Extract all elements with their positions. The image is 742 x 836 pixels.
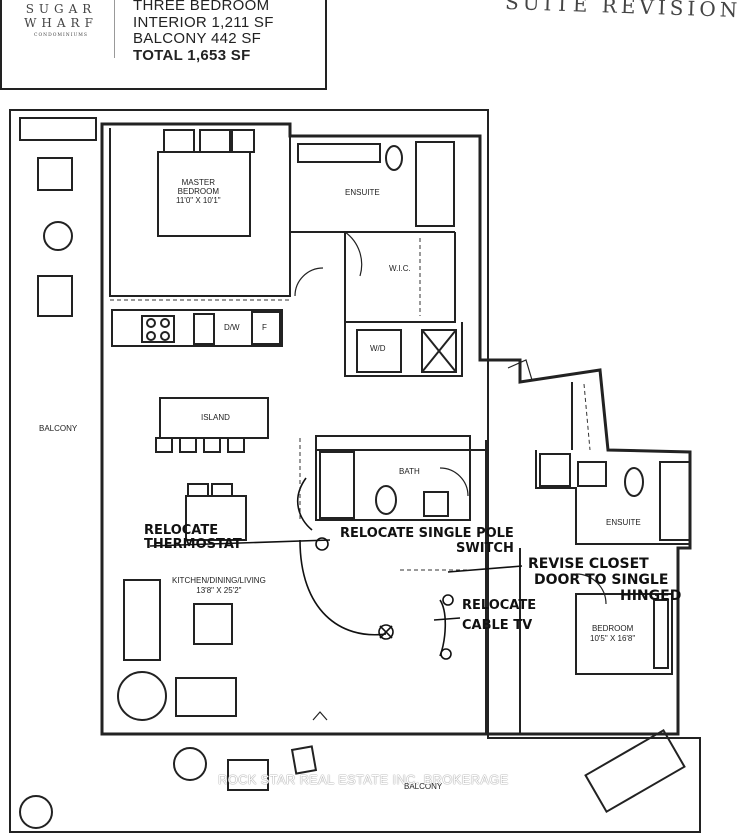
- sink: [193, 313, 215, 345]
- bath-wall: [315, 435, 471, 521]
- master-bedroom-label: MASTER BEDROOM 11'0" X 10'1": [176, 178, 221, 205]
- dw-label: D/W: [224, 323, 240, 332]
- interior-area: INTERIOR 1,211 SF: [133, 13, 274, 31]
- wic-wall: [344, 232, 456, 323]
- revise-closet-line1: REVISE CLOSET: [528, 556, 649, 572]
- linen-closet: [421, 329, 457, 373]
- balcony-bottom-label: BALCONY: [404, 782, 443, 791]
- kitchen-label: KITCHEN/DINING/LIVING 13'8" X 25'2": [172, 576, 266, 596]
- sugar-wharf-logo: SUGAR WHARF CONDOMINIUMS: [20, 2, 102, 38]
- switch-curve: [296, 477, 313, 531]
- bed: [575, 593, 673, 675]
- armchair-row: [175, 677, 237, 717]
- revise-closet-note: REVISE CLOSET DOOR TO SINGLE HINGED: [528, 556, 681, 604]
- unit-info: THREE BEDROOM INTERIOR 1,211 SF BALCONY …: [133, 0, 274, 64]
- fridge-box: [251, 311, 281, 345]
- relocate-thermostat-line1: RELOCATE: [144, 523, 219, 538]
- wd-closet: [356, 329, 402, 373]
- balcony-planter: [19, 117, 97, 141]
- relocate-cable-note: RELOCATE CABLE TV: [462, 596, 536, 636]
- logo-line-1: SUGAR: [25, 2, 97, 16]
- relocate-cable-line2: CABLE TV: [462, 618, 533, 633]
- wic-label: W.I.C.: [389, 264, 411, 273]
- bedroom-label: BEDROOM 10'5" X 16'8": [590, 624, 635, 644]
- revise-closet-line2: DOOR TO SINGLE: [534, 572, 669, 588]
- coffee-table: [193, 603, 233, 645]
- bath-label: BATH: [399, 467, 420, 476]
- relocate-thermostat-line2: THERMOSTAT: [144, 537, 242, 552]
- relocate-switch-line2: SWITCH: [456, 541, 514, 556]
- brokerage-watermark: ROCK STAR REAL ESTATE INC. BROKERAGE: [218, 772, 509, 787]
- right-shower: [539, 453, 571, 487]
- shower: [319, 451, 355, 519]
- logo-divider: [114, 0, 115, 58]
- relocated-switch: [315, 537, 329, 551]
- balcony-left-outline: [9, 109, 701, 833]
- relocate-thermostat-note: RELOCATE THERMOSTAT: [144, 524, 242, 552]
- wd-label: W/D: [370, 344, 386, 353]
- door-swing-bedroom: [575, 573, 607, 605]
- kitchen-name: KITCHEN/DINING/LIVING: [172, 576, 266, 585]
- kitchen-counter: [111, 309, 283, 347]
- right-tub: [659, 461, 691, 541]
- stove: [141, 315, 175, 343]
- relocate-switch-line1: RELOCATE SINGLE POLE: [340, 526, 514, 541]
- unit-exterior-wall: [100, 122, 692, 736]
- master-bedroom-size: 11'0" X 10'1": [176, 196, 221, 205]
- door-swing-master: [294, 267, 324, 297]
- balcony-left-label: BALCONY: [39, 424, 78, 433]
- balcony-area: BALCONY 442 SF: [133, 30, 262, 47]
- island-label: ISLAND: [201, 413, 230, 422]
- right-ensuite-wall: [535, 450, 690, 545]
- fridge-label: F: [262, 323, 267, 332]
- round-ottoman: [117, 671, 167, 721]
- ensuite-top-label: ENSUITE: [345, 188, 380, 197]
- total-area: TOTAL 1,653 SF: [133, 46, 251, 64]
- kitchen-size: 13'8" X 25'2": [196, 586, 242, 595]
- unit-type: THREE BEDROOM: [133, 0, 270, 14]
- relocate-switch-note: RELOCATE SINGLE POLE SWITCH: [340, 526, 514, 556]
- bedroom-size: 10'5" X 16'8": [590, 634, 636, 643]
- laundry-wall: [344, 322, 463, 377]
- bath-vanity: [423, 491, 449, 517]
- logo-line-2: WHARF: [24, 16, 98, 30]
- door-swing-bath: [439, 467, 469, 497]
- cable-curve: [299, 539, 387, 636]
- closet-arrow: [447, 565, 523, 573]
- bedroom-name: BEDROOM: [591, 624, 634, 633]
- header-box: SUGAR WHARF CONDOMINIUMS THREE BEDROOM I…: [0, 0, 327, 90]
- master-bedroom-name: MASTER BEDROOM: [177, 178, 219, 196]
- sofa: [123, 579, 161, 661]
- door-swing-wic: [344, 231, 363, 277]
- relocated-cable: [378, 624, 394, 640]
- ensuite-right-label: ENSUITE: [606, 518, 641, 527]
- relocate-cable-line1: RELOCATE: [462, 598, 537, 613]
- master-bedroom-wall: [109, 128, 291, 297]
- revise-closet-line3: HINGED: [620, 588, 682, 604]
- logo-line-3: CONDOMINIUMS: [34, 33, 88, 38]
